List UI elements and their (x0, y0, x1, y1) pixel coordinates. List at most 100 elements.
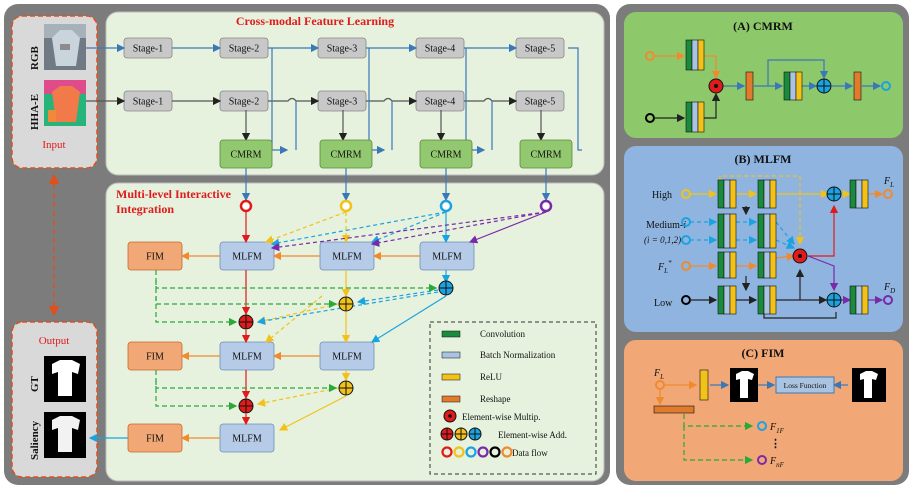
cmrm-row: CMRM CMRM CMRM CMRM (219, 139, 573, 169)
rgb-stage-1-label: Stage-1 (133, 44, 164, 55)
mlfm-block-low-2 (757, 285, 777, 315)
legend-add-icons (440, 427, 482, 441)
panel-a-ops (708, 78, 832, 94)
add-op-red-2 (238, 398, 254, 414)
rgb-label: RGB (29, 46, 41, 71)
cmrm-block-mid (783, 71, 803, 101)
legend-mult-icon (443, 409, 457, 423)
gt-label: GT (29, 375, 41, 392)
cmrm-1-label: CMRM (230, 150, 261, 161)
legend-swatch-bn (441, 351, 461, 359)
mlfm-1-3-label: MLFM (432, 252, 462, 263)
mlfm-input-medium: Medium-i (646, 220, 686, 231)
rgb-stage-1: Stage-1 (123, 37, 173, 59)
fim-output-1f: F1F (769, 422, 785, 435)
rgb-stages: Stage-1 Stage-2 Stage-3 Stage-4 Stage-5 (123, 37, 565, 59)
legend-conv: Convolution (480, 329, 526, 339)
legend-swatch-relu (441, 373, 461, 381)
saliency-image (44, 412, 86, 458)
rgb-image (44, 24, 86, 70)
add-op-red-1 (238, 314, 254, 330)
panel-c-diagram (655, 380, 848, 465)
mlfm-output-fd: FD (883, 282, 895, 295)
mlfm-1-1: MLFM (219, 241, 275, 271)
loss-function-label: Loss Function (784, 381, 827, 390)
legend-bn: Batch Normalization (480, 350, 556, 360)
cmrm-reshape-1 (745, 71, 754, 101)
mlfm-block-fl-1 (717, 251, 737, 279)
mlfm-input-high: High (652, 190, 672, 201)
mlfm-block-out-fl (849, 179, 869, 209)
integration-title-2: Integration (116, 202, 174, 216)
flow-node-red (239, 199, 253, 213)
mlfm-input-medium-range: (i = 0,1,2) (644, 235, 681, 245)
hha-image (44, 80, 86, 126)
mlfm-block-high-1 (717, 179, 737, 209)
panel-a-diagram (645, 51, 891, 123)
flow-node-yellow (339, 199, 353, 213)
panel-a-title: (A) CMRM (733, 19, 793, 33)
flow-node-purple (539, 199, 553, 213)
cmrm-1: CMRM (219, 139, 273, 169)
input-label: Input (42, 139, 65, 151)
fim-input: FL (653, 368, 664, 381)
cmrm-reshape-2 (853, 71, 862, 101)
hha-stage-3-label: Stage-3 (327, 97, 358, 108)
fim-3-label: FIM (146, 434, 164, 445)
rgb-stage-4-label: Stage-4 (425, 44, 456, 55)
cmrm-block-hha (685, 101, 705, 133)
cmrm-4-label: CMRM (530, 150, 561, 161)
fim-2: FIM (127, 341, 183, 371)
fim-1: FIM (127, 241, 183, 271)
legend-add: Element-wise Add. (498, 430, 567, 440)
mlfm-block-med-2 (757, 213, 777, 249)
hha-label: HHA-E (29, 94, 41, 130)
feature-title: Cross-modal Feature Learning (236, 14, 394, 28)
cmrm-block-rgb (685, 39, 705, 71)
panel-a-blocks (685, 39, 862, 133)
rgb-stage-2-label: Stage-2 (229, 44, 260, 55)
loss-function-box (775, 376, 835, 394)
legend-relu: ReLU (480, 372, 502, 382)
rgb-stage-3: Stage-3 (317, 37, 367, 59)
legend: Convolution Batch Normalization ReLU Res… (440, 329, 567, 458)
legend-swatch-reshape (441, 395, 461, 403)
cmrm-3: CMRM (419, 139, 473, 169)
hha-stage-1-label: Stage-1 (133, 97, 164, 108)
mlfm-input-fl: FL* (657, 259, 672, 275)
cmrm-2: CMRM (319, 139, 373, 169)
hha-stage-4-label: Stage-4 (425, 97, 456, 108)
hha-stage-1: Stage-1 (123, 90, 173, 112)
hha-stage-2-label: Stage-2 (229, 97, 260, 108)
mlfm-block-out-fd (849, 285, 869, 315)
rgb-stage-3-label: Stage-3 (327, 44, 358, 55)
rgb-stage-2: Stage-2 (219, 37, 269, 59)
panel-b-title: (B) MLFM (735, 152, 792, 166)
integration-arrows (88, 211, 547, 443)
mlfm-1-3: MLFM (419, 241, 475, 271)
mlfm-block-med-1 (717, 213, 737, 249)
add-op-yellow-1 (338, 296, 354, 312)
fim-2-label: FIM (146, 352, 164, 363)
hha-stage-5-label: Stage-5 (525, 97, 556, 108)
panel-c (624, 340, 903, 481)
legend-mult: Element-wise Multip. (462, 412, 541, 422)
flow-node-cyan (439, 199, 453, 213)
mlfm-block-low-1 (717, 285, 737, 315)
hha-stage-3: Stage-3 (317, 90, 367, 112)
fim-1-label: FIM (146, 252, 164, 263)
rgb-stage-5-label: Stage-5 (525, 44, 556, 55)
mlfm-output-fl: FL (883, 176, 894, 189)
mlfm-1-2: MLFM (319, 241, 375, 271)
hha-stage-2: Stage-2 (219, 90, 269, 112)
hha-stage-4: Stage-4 (415, 90, 465, 112)
integration-ops (238, 280, 454, 414)
saliency-label: Saliency (29, 420, 41, 460)
mlfm-1-1-label: MLFM (232, 252, 262, 263)
mlfm-2-2: MLFM (319, 341, 375, 371)
mlfm-2-2-label: MLFM (332, 352, 362, 363)
output-label: Output (39, 335, 70, 347)
hha-stage-5: Stage-5 (515, 90, 565, 112)
mlfm-block-fl-2 (757, 251, 777, 279)
